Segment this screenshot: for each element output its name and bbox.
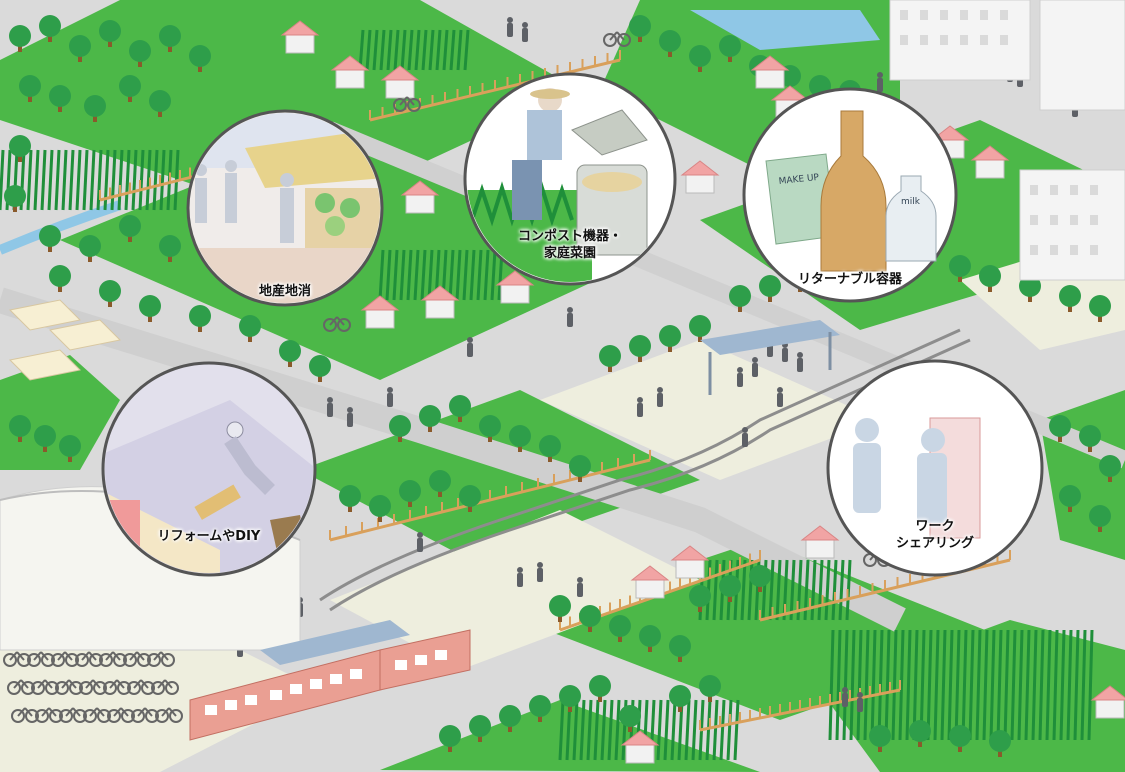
milk-bottle-icon bbox=[885, 175, 937, 262]
rail-track bbox=[319, 328, 961, 602]
label-work-sharing-line2: シェアリング bbox=[895, 536, 974, 551]
bicycle-parking bbox=[3, 31, 891, 723]
vignette-local-production: 地産地消 bbox=[185, 108, 385, 308]
compost-scene bbox=[463, 72, 677, 286]
apartment-buildings bbox=[889, 0, 1125, 281]
market-canopies bbox=[8, 299, 122, 381]
trees bbox=[4, 15, 1121, 757]
station-canopy bbox=[260, 320, 840, 665]
vignette-returnable: MAKE UP milk リターナブル容器 bbox=[741, 86, 959, 304]
plaza-center bbox=[540, 340, 880, 480]
milk-text: milk bbox=[901, 197, 921, 207]
label-returnable: リターナブル容器 bbox=[797, 272, 902, 287]
river bbox=[0, 200, 122, 255]
reform-scene bbox=[101, 361, 317, 577]
bag-text: MAKE UP bbox=[778, 173, 820, 187]
vignette-work-sharing: ワーク シェアリング bbox=[825, 358, 1045, 578]
houses bbox=[280, 20, 1125, 764]
train bbox=[189, 629, 471, 741]
returnable-scene: MAKE UP milk bbox=[742, 87, 958, 303]
market-scene bbox=[186, 109, 384, 307]
label-work-sharing-line1: ワーク bbox=[915, 519, 955, 534]
label-compost-line1: コンポスト機器・ bbox=[517, 229, 622, 244]
plaza-bottom-center bbox=[330, 510, 700, 670]
rail-track-2 bbox=[329, 338, 971, 612]
river-top bbox=[690, 10, 880, 50]
vignette-reform: リフォームやDIY bbox=[100, 360, 318, 578]
label-local-production: 地産地消 bbox=[258, 284, 311, 299]
bottle-icon bbox=[820, 110, 887, 272]
work-sharing-scene bbox=[826, 359, 1044, 577]
field-block-left-mid bbox=[0, 355, 120, 470]
field-block-center bbox=[300, 390, 700, 560]
label-compost-line2: 家庭菜園 bbox=[543, 246, 596, 261]
label-reform: リフォームやDIY bbox=[157, 529, 261, 544]
vignette-compost: コンポスト機器・ 家庭菜園 bbox=[462, 70, 678, 288]
